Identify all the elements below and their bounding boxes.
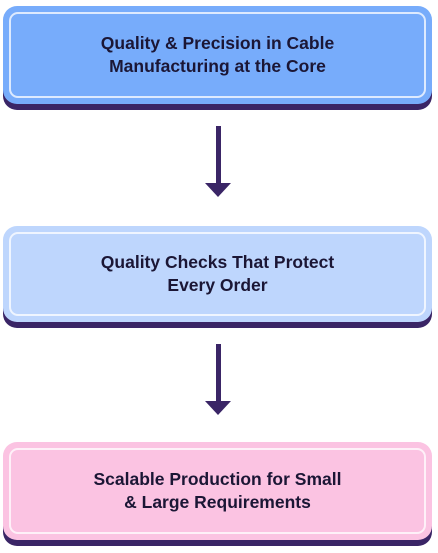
arrow-2-shaft <box>216 344 221 404</box>
step-3-face <box>3 442 432 540</box>
flow-step-3: Scalable Production for Small & Large Re… <box>3 442 432 546</box>
arrow-2-head <box>205 401 231 415</box>
step-1-face <box>3 6 432 104</box>
arrow-down-icon <box>203 126 233 202</box>
flow-step-1: Quality & Precision in Cable Manufacturi… <box>3 6 432 110</box>
arrow-1-head <box>205 183 231 197</box>
step-2-label: Quality Checks That Protect Every Order <box>100 252 335 295</box>
step-1-inner-border: Quality & Precision in Cable Manufacturi… <box>9 12 426 98</box>
step-3-label: Scalable Production for Small & Large Re… <box>93 469 342 512</box>
flow-step-2: Quality Checks That Protect Every Order <box>3 226 432 328</box>
step-2-face <box>3 226 432 322</box>
step-3-inner-border: Scalable Production for Small & Large Re… <box>9 448 426 534</box>
arrow-1-shaft <box>216 126 221 186</box>
arrow-down-icon <box>203 344 233 420</box>
step-1-label: Quality & Precision in Cable Manufacturi… <box>100 33 335 76</box>
step-2-inner-border: Quality Checks That Protect Every Order <box>9 232 426 316</box>
